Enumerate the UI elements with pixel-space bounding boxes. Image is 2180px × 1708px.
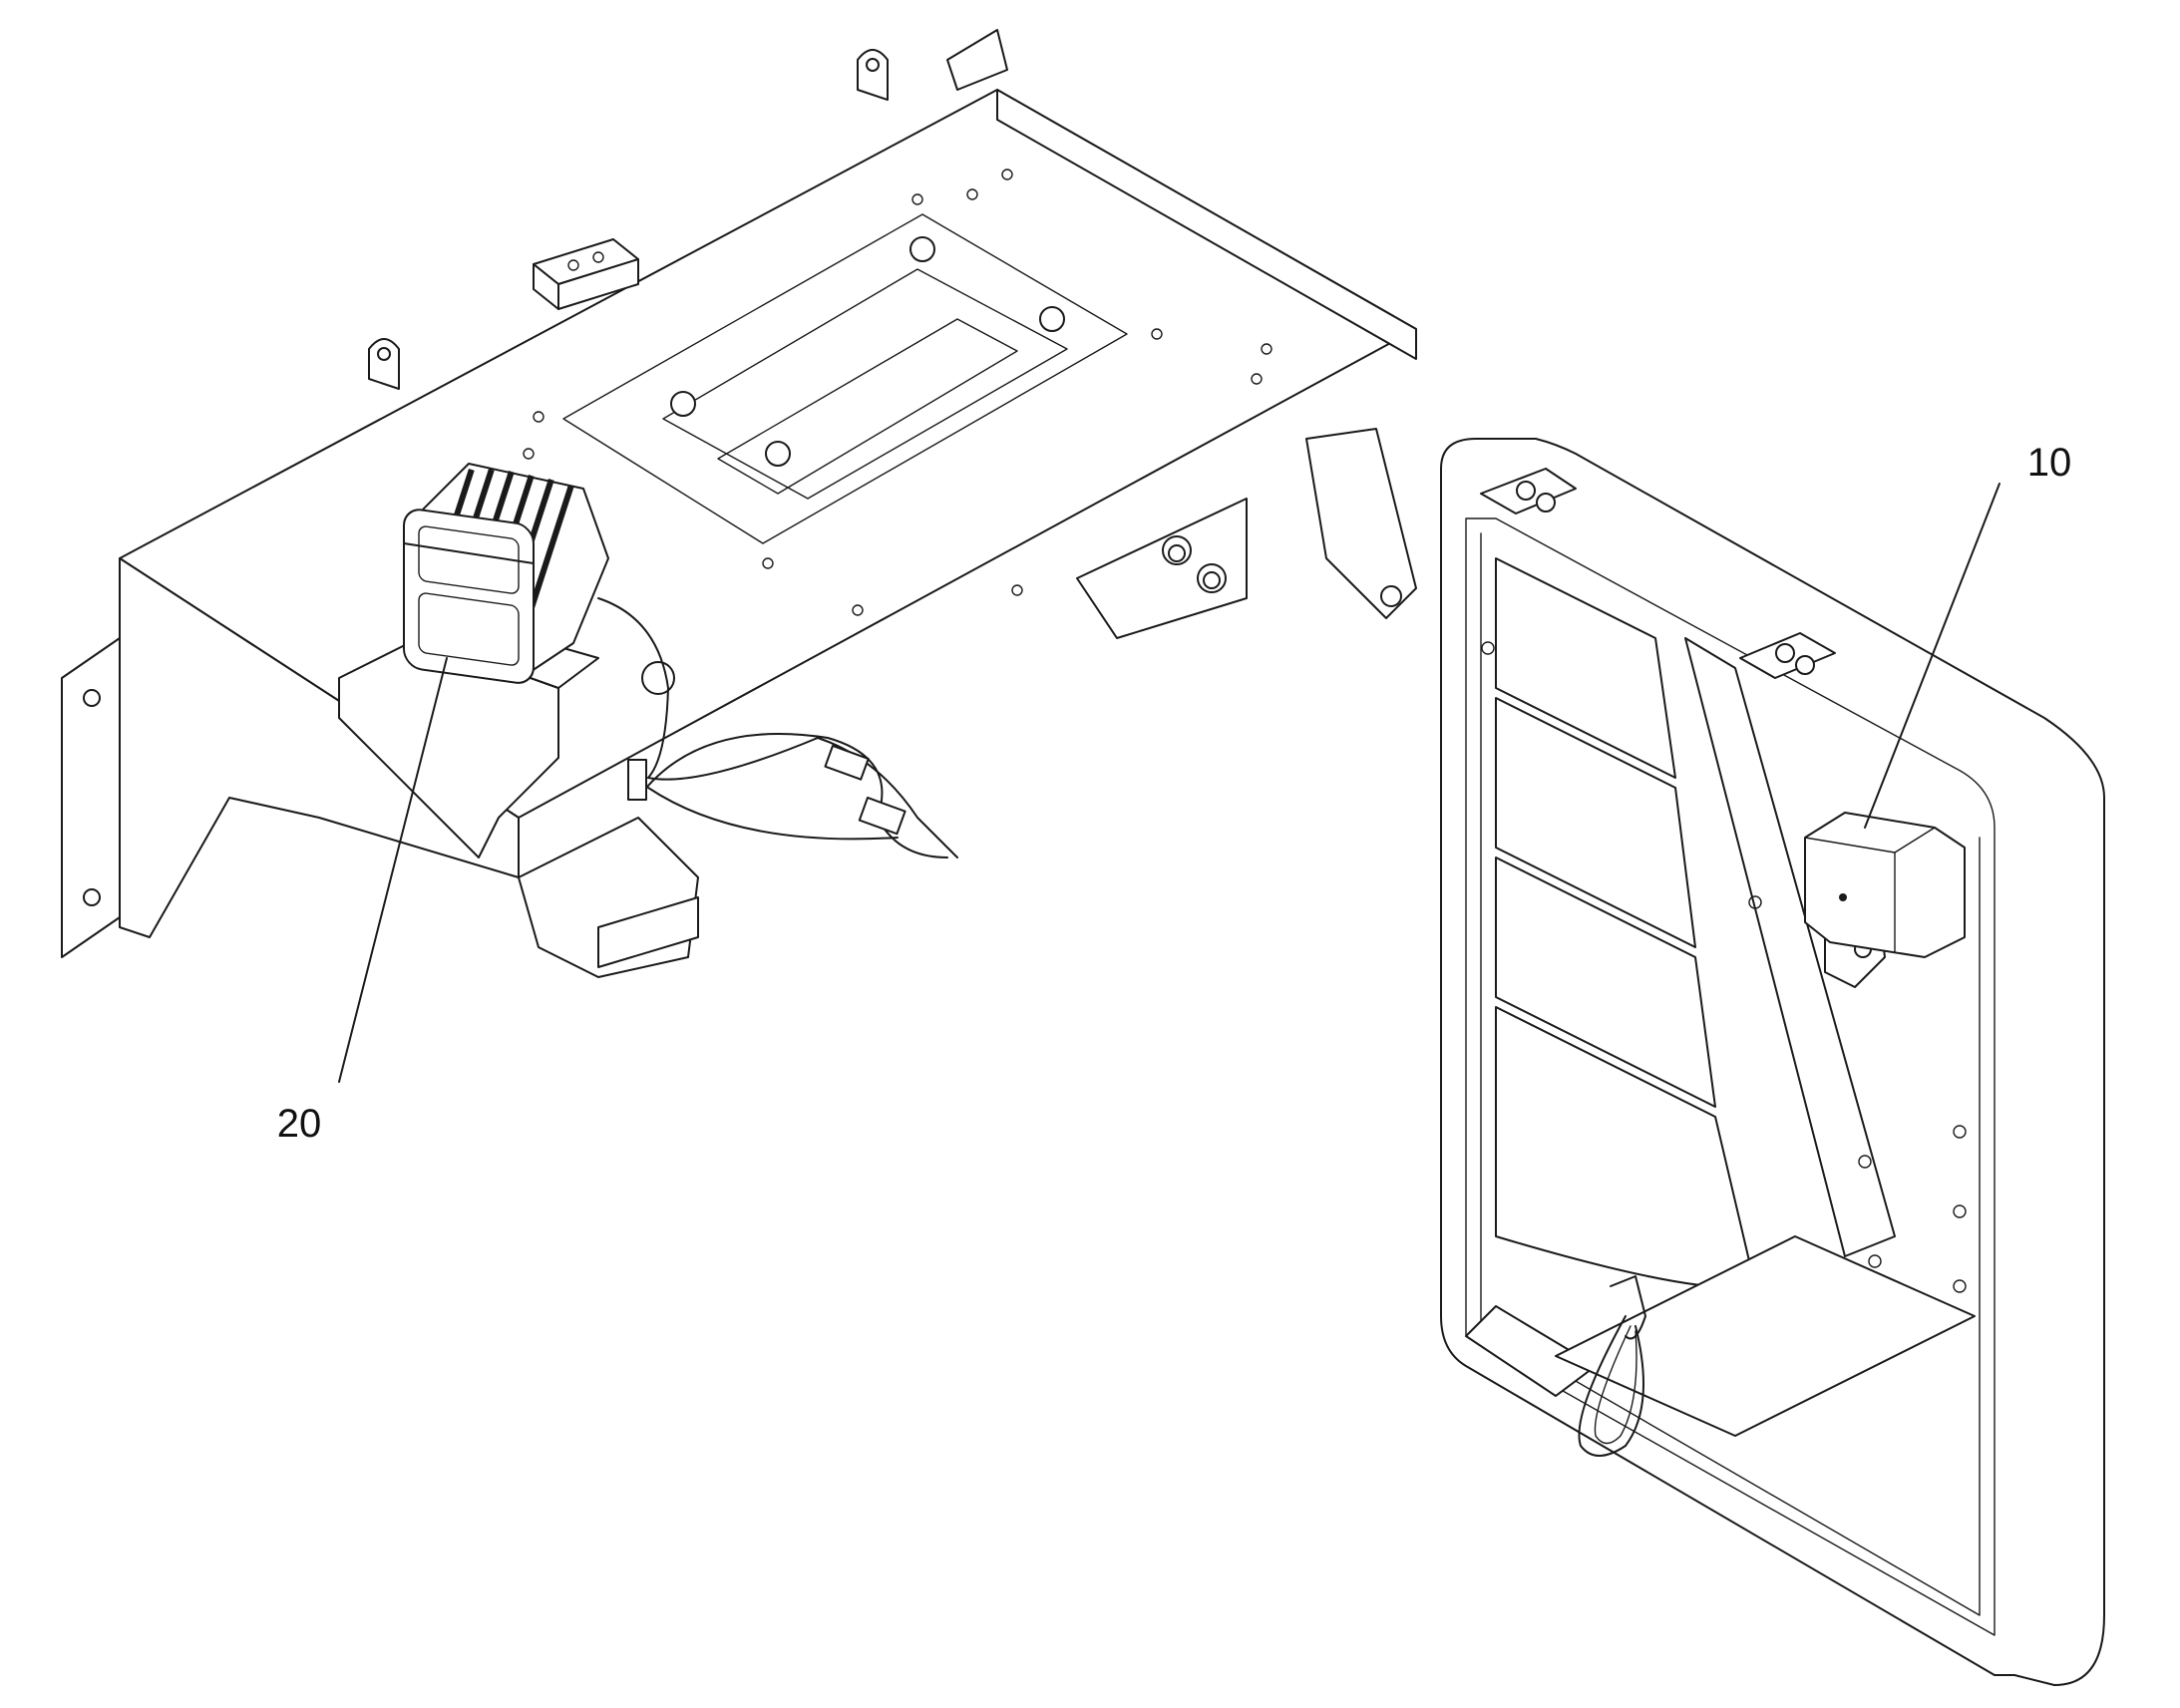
- mounting-frame: [61, 29, 1417, 978]
- callout-leader-20: [338, 657, 448, 1083]
- callout-label-10: 10: [2027, 441, 2072, 485]
- cab-door: [1440, 438, 2105, 1686]
- callout-leader-10: [1864, 483, 2000, 829]
- callout-label-20: 20: [277, 1102, 322, 1146]
- work-light-lamp: [338, 463, 958, 858]
- rear-lamp-unit: [1804, 812, 1966, 988]
- wiring-harness: [627, 733, 948, 858]
